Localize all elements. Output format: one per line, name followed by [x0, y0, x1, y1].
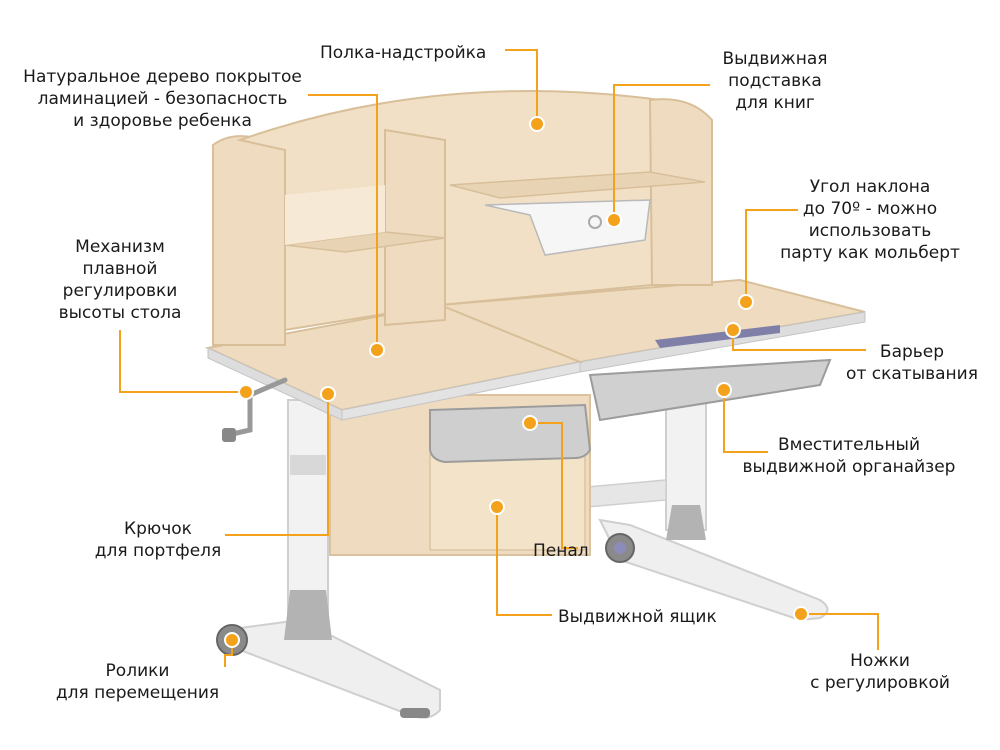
marker-organizer — [716, 382, 732, 398]
callout-line: для портфеля — [94, 541, 222, 561]
callout-natural-wood: Натуральное дерево покрытое ламинацией -… — [20, 66, 305, 132]
callout-height-mechanism: Механизм плавной регулировки высоты стол… — [45, 236, 195, 324]
marker-tilt-angle — [738, 294, 754, 310]
markers — [224, 116, 809, 648]
callout-line: для перемещения — [55, 683, 220, 703]
callout-line: Выдвижной ящик — [558, 607, 717, 627]
callout-line: Ножки — [850, 651, 910, 671]
marker-roll-barrier — [725, 322, 741, 338]
roll-barrier — [655, 325, 780, 348]
leader-lines — [119, 49, 879, 667]
callout-shelf-top: Полка-надстройка — [320, 42, 486, 64]
callout-line: и здоровье ребенка — [73, 111, 252, 131]
callout-bag-hook: Крючок для портфеля — [88, 518, 228, 562]
callout-line: Угол наклона — [809, 177, 931, 197]
callout-line: Полка-надстройка — [320, 43, 487, 63]
shelf-superstructure — [212, 90, 713, 346]
callout-line: высоты стола — [58, 303, 182, 323]
right-leg-base — [598, 518, 829, 622]
left-leg-base — [223, 618, 441, 719]
crank-handle — [225, 377, 288, 438]
callout-line: регулировки — [62, 281, 178, 301]
callout-line: Крючок — [124, 519, 192, 539]
callout-line: парту как мольберт — [780, 243, 960, 263]
leader-wheels — [224, 647, 233, 667]
callout-line: от скатывания — [846, 364, 978, 384]
marker-legs — [793, 606, 809, 622]
leader-pencil-case — [530, 422, 578, 549]
callout-line: с регулировкой — [810, 673, 950, 693]
callout-line: Натуральное дерево покрытое — [23, 67, 302, 87]
organizer-drawer — [588, 358, 832, 422]
callout-book-stand: Выдвижная подставка для книг — [715, 48, 835, 114]
marker-shelf-top — [529, 116, 545, 132]
callout-line: Пенал — [533, 541, 589, 561]
callout-tilt-angle: Угол наклона до 70º - можно использовать… — [775, 176, 965, 264]
leader-bag-hook — [225, 395, 329, 536]
marker-bag-hook — [320, 386, 336, 402]
leader-tilt-angle — [745, 209, 798, 298]
leader-book-stand — [613, 84, 710, 214]
callout-roll-barrier: Барьер от скатывания — [842, 341, 982, 385]
desk — [204, 90, 866, 719]
callout-line: Механизм — [75, 237, 165, 257]
callout-line: плавной — [82, 259, 158, 279]
marker-wheels — [224, 632, 240, 648]
leader-height-mechanism — [119, 330, 246, 393]
leader-shelf-top — [505, 49, 538, 118]
callout-line: до 70º - можно — [802, 199, 938, 219]
callout-line: ламинацией - безопасность — [37, 89, 288, 109]
callout-line: подставка — [728, 71, 822, 91]
callout-line: Ролики — [105, 661, 170, 681]
book-stand — [484, 199, 651, 256]
marker-natural-wood — [369, 342, 385, 358]
callout-line: использовать — [808, 221, 932, 241]
pencil-case — [429, 403, 592, 464]
marker-pencil-case — [522, 415, 538, 431]
callout-line: Барьер — [879, 342, 945, 362]
callout-line: для книг — [735, 93, 815, 113]
callout-pencil-case: Пенал — [533, 540, 589, 562]
callout-organizer: Вместительный выдвижной органайзер — [738, 434, 960, 478]
callout-line: Выдвижная — [722, 49, 828, 69]
marker-drawer — [489, 499, 505, 515]
callout-line: Вместительный — [777, 435, 921, 455]
callout-drawer: Выдвижной ящик — [558, 606, 717, 628]
marker-book-stand — [606, 212, 622, 228]
callout-wheels: Ролики для перемещения — [50, 660, 225, 704]
callout-line: выдвижной органайзер — [742, 457, 956, 477]
leader-legs — [801, 613, 879, 650]
leader-organizer — [723, 390, 768, 453]
leader-drawer — [496, 507, 552, 616]
marker-height-mechanism — [238, 384, 254, 400]
callout-legs: Ножки с регулировкой — [800, 650, 960, 694]
leader-natural-wood — [308, 94, 378, 344]
